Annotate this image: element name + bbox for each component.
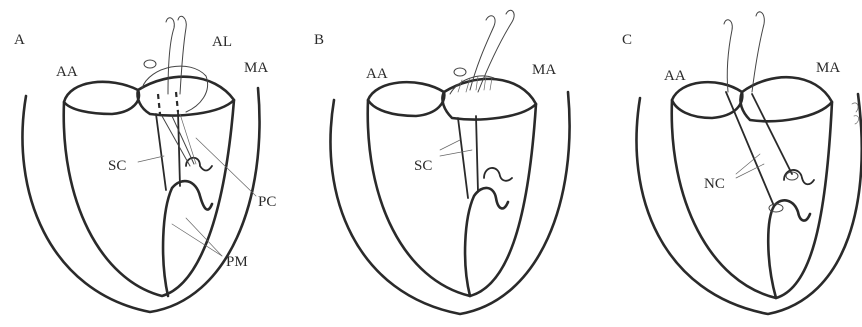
panel-a-mitral-annulus bbox=[138, 77, 235, 116]
panel-b-letter: B bbox=[314, 32, 324, 48]
panel-c-side-fragment bbox=[852, 103, 859, 124]
panel-a-pledget bbox=[144, 60, 156, 68]
panel-a-dashed-marker-right bbox=[176, 92, 178, 112]
panel-c-aortic-annulus bbox=[672, 82, 742, 118]
panel-b-mitral-annulus bbox=[442, 79, 536, 120]
panel-b-pledget bbox=[454, 68, 466, 76]
panel-a-sc-pointer bbox=[138, 156, 164, 162]
panel-b: B AA MA SC bbox=[314, 10, 570, 314]
panel-a-secondary-chord-1 bbox=[156, 114, 166, 190]
panel-a-label-ma: MA bbox=[244, 60, 268, 76]
panel-a-suture-loop-right bbox=[178, 16, 186, 94]
panel-c-papillary-tip bbox=[784, 170, 814, 184]
panel-c-outer-heart-wall bbox=[636, 94, 861, 314]
panel-b-secondary-chord-1 bbox=[458, 118, 468, 198]
panel-c-label-aa: AA bbox=[664, 68, 686, 84]
panel-a-letter: A bbox=[14, 32, 25, 48]
panel-a-papillary-tip bbox=[186, 158, 212, 171]
panel-a-label-al: AL bbox=[212, 34, 232, 50]
panel-a: A AA AL MA SC PC bbox=[14, 16, 276, 312]
panel-c-neochord-strand-2 bbox=[752, 94, 792, 174]
panel-a-pm-pointer-2 bbox=[172, 224, 222, 256]
panel-a-label-aa: AA bbox=[56, 64, 78, 80]
panel-c-ventricle-wall bbox=[672, 100, 832, 298]
panel-a-label-pm: PM bbox=[226, 254, 248, 270]
panel-b-sc-pointer-2 bbox=[440, 150, 472, 156]
panel-a-pc-pointer bbox=[196, 138, 256, 196]
panel-b-ventricle-wall bbox=[368, 100, 536, 296]
panel-c-papillary-muscle bbox=[768, 200, 810, 298]
panel-b-label-aa: AA bbox=[366, 66, 388, 82]
panel-c-neochord-left bbox=[724, 20, 732, 92]
panel-b-papillary-tip bbox=[484, 168, 512, 181]
panel-b-secondary-chord-2 bbox=[476, 116, 478, 192]
panel-a-dashed-marker-left bbox=[158, 94, 160, 114]
panel-b-papillary-muscle bbox=[465, 188, 508, 296]
panel-a-aortic-annulus bbox=[64, 82, 139, 114]
panel-a-label-sc: SC bbox=[108, 158, 126, 174]
panel-a-ventricle-wall bbox=[64, 100, 234, 296]
panel-c-label-ma: MA bbox=[816, 60, 840, 76]
panel-a-suture-loop-left bbox=[166, 18, 174, 94]
panel-b-label-ma: MA bbox=[532, 62, 556, 78]
panel-c-neochord-strand-1 bbox=[726, 92, 774, 206]
panel-a-secondary-chord-2 bbox=[178, 112, 180, 186]
panel-a-anterior-leaflet bbox=[142, 66, 208, 112]
panel-a-label-pc: PC bbox=[258, 194, 276, 210]
panel-b-aortic-annulus bbox=[368, 82, 444, 116]
panel-c-label-nc: NC bbox=[704, 176, 725, 192]
panel-b-sc-pointer-1 bbox=[440, 140, 460, 150]
panel-c-letter: C bbox=[622, 32, 632, 48]
panel-a-primary-chord-1 bbox=[162, 116, 190, 166]
panel-c: C AA MA NC bbox=[622, 12, 862, 314]
panel-b-label-sc: SC bbox=[414, 158, 432, 174]
panel-a-outer-heart-wall bbox=[22, 88, 259, 312]
